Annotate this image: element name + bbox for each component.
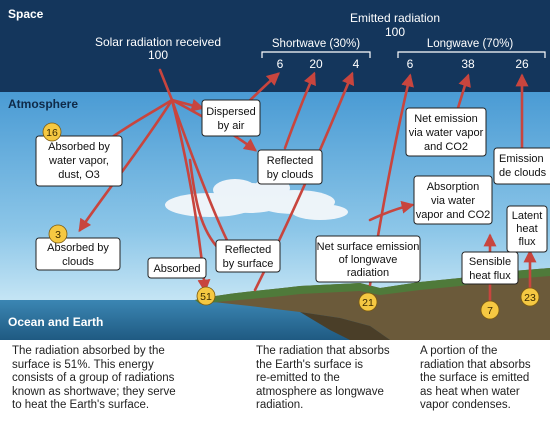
badge-23: 23 [520, 287, 540, 307]
svg-text:and CO2: and CO2 [424, 141, 468, 153]
svg-text:7: 7 [487, 305, 493, 317]
box-net-surface-emission: Net surface emission of longwave radiati… [315, 235, 421, 283]
label-atmosphere: Atmosphere [8, 97, 78, 111]
badge-3: 3 [48, 224, 68, 244]
svg-text:Net surface emission: Net surface emission [317, 241, 420, 253]
box-dispersed: Dispersed by air [201, 99, 261, 137]
badge-7: 7 [480, 300, 500, 320]
svg-text:3: 3 [55, 229, 61, 241]
box-absorbed: Absorbed [147, 257, 207, 279]
box-net-emission-vapor: Net emission via water vapor and CO2 [405, 107, 487, 157]
svg-text:Emission: Emission [499, 153, 544, 165]
box-absorbed-clouds: Absorbed by clouds [35, 237, 121, 271]
lw-value-38: 38 [461, 57, 475, 71]
svg-text:via water vapor: via water vapor [409, 127, 484, 139]
svg-text:Latent: Latent [512, 210, 543, 222]
lw-value-26: 26 [515, 57, 529, 71]
cloud-shape [165, 178, 348, 220]
sw-value-4: 4 [353, 57, 360, 71]
land-grass [195, 268, 550, 304]
svg-text:via water: via water [431, 195, 475, 207]
emitted-bracket [261, 51, 546, 58]
caption-middle: The radiation that absorbs the Earth's s… [256, 345, 390, 411]
land-shadow [300, 312, 390, 340]
solar-received-value: 100 [148, 48, 168, 62]
caption-left: The radiation absorbed by the surface is… [12, 345, 176, 411]
svg-text:by air: by air [218, 120, 245, 132]
svg-text:21: 21 [362, 297, 374, 309]
arrow-sw-20 [283, 71, 316, 150]
svg-text:16: 16 [46, 127, 58, 139]
box-sensible-heat: Sensible heat flux [461, 251, 519, 285]
svg-text:Sensible: Sensible [469, 256, 511, 268]
badge-21: 21 [358, 292, 378, 312]
svg-text:by clouds: by clouds [267, 169, 314, 181]
svg-text:water vapor,: water vapor, [48, 155, 109, 167]
svg-text:of longwave: of longwave [339, 254, 398, 266]
energy-balance-diagram: Space Atmosphere Ocean and Earth Solar r… [0, 0, 550, 340]
badge-51: 51 [196, 286, 216, 306]
emitted-value: 100 [385, 25, 405, 39]
arrow-solar-branch [188, 158, 222, 252]
longwave-label: Longwave (70%) [427, 38, 513, 50]
box-emission-clouds: Emission de clouds [493, 147, 550, 185]
solar-received-label: Solar radiation received [95, 35, 221, 49]
sw-value-20: 20 [309, 57, 323, 71]
arrow-absorption [368, 200, 415, 222]
badge-16: 16 [42, 122, 62, 142]
lw-value-6: 6 [407, 57, 414, 71]
svg-text:Absorbed by: Absorbed by [48, 141, 110, 153]
sw-value-6: 6 [277, 57, 284, 71]
svg-text:Dispersed: Dispersed [206, 106, 256, 118]
box-reflected-surface: Reflected by surface [215, 239, 281, 273]
svg-text:clouds: clouds [62, 256, 94, 268]
label-ocean-earth: Ocean and Earth [8, 315, 103, 329]
shortwave-label: Shortwave (30%) [272, 38, 360, 50]
svg-text:Absorption: Absorption [427, 181, 480, 193]
emitted-label: Emitted radiation [350, 11, 440, 25]
label-space: Space [8, 7, 44, 21]
box-absorption-vapor: Absorption via water vapor and CO2 [413, 175, 493, 225]
svg-text:Net emission: Net emission [414, 113, 478, 125]
svg-text:Absorbed: Absorbed [153, 263, 200, 275]
box-latent-heat: Latent heat flux [506, 205, 548, 253]
caption-right: A portion of the radiation that absorbs … [420, 345, 531, 411]
arrow-lw-38 [456, 73, 471, 110]
svg-text:heat: heat [516, 223, 537, 235]
svg-text:Reflected: Reflected [225, 244, 271, 256]
svg-text:dust, O3: dust, O3 [58, 169, 100, 181]
svg-text:vapor and CO2: vapor and CO2 [416, 209, 491, 221]
svg-text:23: 23 [524, 292, 536, 304]
svg-text:Absorbed by: Absorbed by [47, 242, 109, 254]
svg-text:by surface: by surface [223, 258, 274, 270]
svg-text:flux: flux [518, 236, 536, 248]
svg-text:51: 51 [200, 291, 212, 303]
box-reflected-clouds: Reflected by clouds [257, 149, 323, 185]
svg-text:heat flux: heat flux [469, 270, 511, 282]
box-absorbed-vapor: Absorbed by water vapor, dust, O3 [35, 135, 123, 187]
svg-text:de clouds: de clouds [499, 167, 547, 179]
svg-text:Reflected: Reflected [267, 155, 313, 167]
svg-text:radiation: radiation [347, 267, 389, 279]
